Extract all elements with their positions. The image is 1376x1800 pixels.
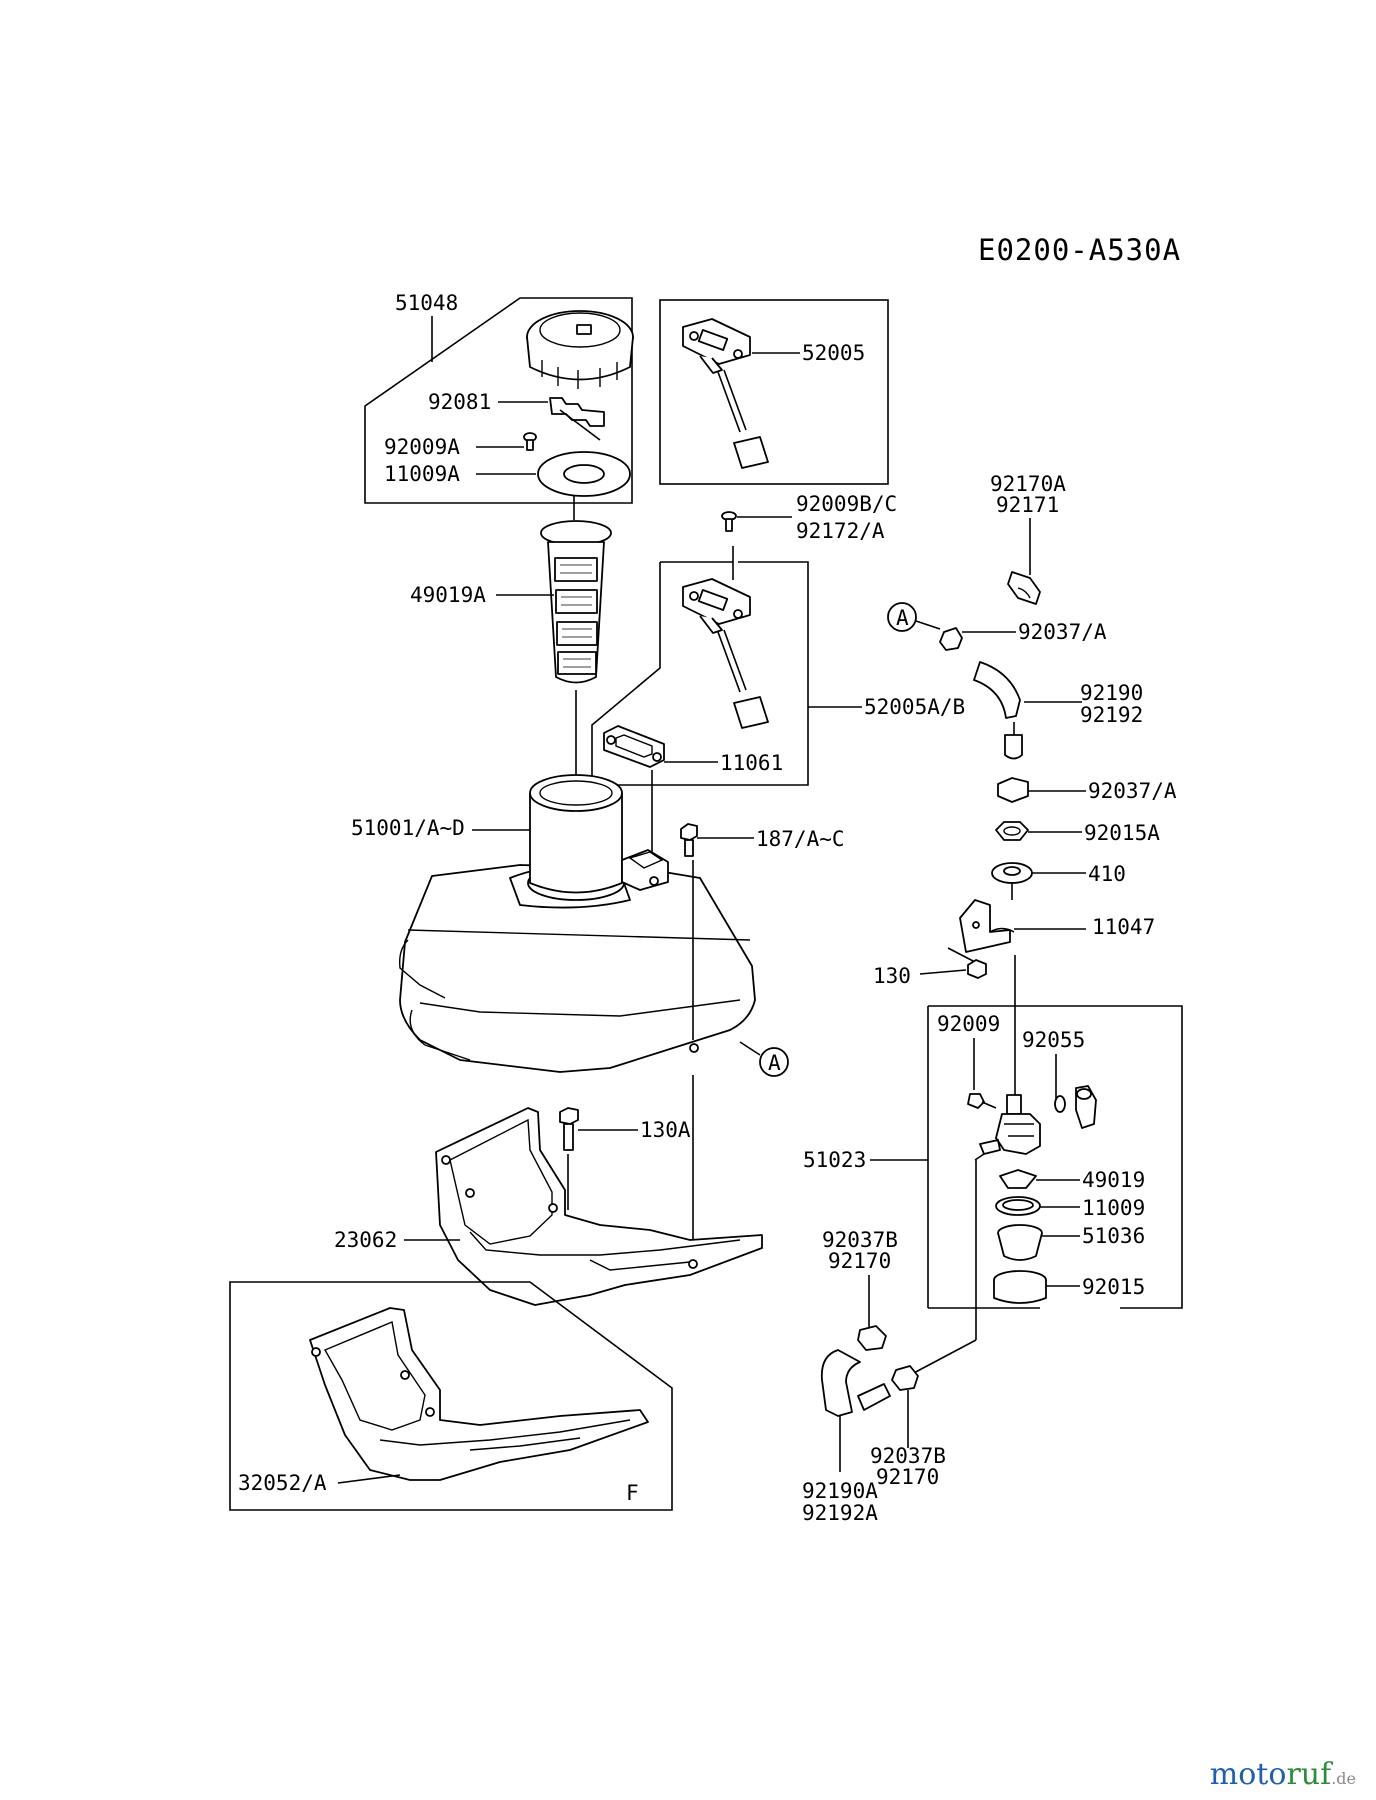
box-F: F (229, 1281, 673, 1511)
bolt-130A: 130A (559, 1107, 691, 1151)
label-11009: 11009 (1082, 1196, 1145, 1220)
label-11061: 11061 (720, 751, 783, 775)
label-92190: 92190 (1080, 681, 1143, 705)
label-92192A: 92192A (802, 1501, 878, 1525)
screw-92009BC: 92009B/C 92172/A (721, 492, 897, 543)
label-49019: 49019 (1082, 1168, 1145, 1192)
label-11047: 11047 (1092, 915, 1155, 939)
label-92055: 92055 (1022, 1028, 1085, 1052)
oring-11009: 11009 (995, 1196, 1145, 1220)
diagram-id: E0200-A530A (978, 233, 1181, 267)
label-32052A: 32052/A (238, 1471, 327, 1495)
hose-92190A: 92190A 92192A (802, 1349, 891, 1525)
nut-92015: 92015 (993, 1270, 1145, 1304)
label-51023: 51023 (803, 1148, 866, 1172)
label-92009: 92009 (937, 1012, 1000, 1036)
clamp-92037A-mid: 92037/A (997, 777, 1177, 803)
cap-seal-11009A: 11009A (384, 451, 631, 497)
label-92037A-2: 92037/A (1088, 779, 1177, 803)
label-49019A: 49019A (410, 583, 486, 607)
clamp-92037A-top: 92037/A (939, 620, 1107, 651)
ref-circle-A-line: A (887, 602, 941, 632)
screw-92009: 92009 (937, 1012, 1000, 1109)
label-51048: 51048 (395, 291, 458, 315)
label-92037B-1: 92037B (822, 1228, 898, 1252)
screw-92009A: 92009A (384, 432, 537, 459)
gasket-11061: 11061 (603, 725, 783, 775)
cap-kit-box: 51048 (364, 291, 633, 504)
ref-A-tank: A (768, 1051, 781, 1075)
label-92009A: 92009A (384, 435, 460, 459)
hose-92190: 92190 92192 (973, 661, 1143, 760)
label-F: F (626, 1481, 639, 1505)
label-11009A: 11009A (384, 462, 460, 486)
ref-circle-A-tank: A (739, 1041, 789, 1077)
label-92009BC: 92009B/C (796, 492, 897, 516)
cap-gasket-92081: 92081 (428, 390, 605, 441)
fuel-cock-51023 (974, 1094, 1041, 1161)
label-52005AB: 52005A/B (864, 695, 965, 719)
fuel-filter-49019A: 49019A (410, 520, 612, 684)
ref-A-line: A (896, 606, 909, 630)
label-92015: 92015 (1082, 1275, 1145, 1299)
label-51001: 51001/A~D (351, 816, 465, 840)
label-130: 130 (873, 964, 911, 988)
nut-92015A: 92015A (995, 821, 1160, 845)
clamp-92037B-lower: 92037B 92170 (870, 1365, 946, 1489)
bolt-130: 130 (873, 959, 987, 988)
label-92170-2: 92170 (876, 1465, 939, 1489)
label-92081: 92081 (428, 390, 491, 414)
fuel-cock-box: 51023 (803, 1005, 1183, 1309)
gauge-box (659, 299, 889, 485)
fuel-tank-51001: 51001/A~D (351, 774, 756, 1073)
lever-92055: 92055 (1022, 1028, 1097, 1129)
label-410: 410 (1088, 862, 1126, 886)
label-92171: 92171 (996, 493, 1059, 517)
label-92170-1: 92170 (828, 1249, 891, 1273)
label-92172A: 92172/A (796, 519, 885, 543)
watermark-logo: motoruf.de (1209, 1757, 1356, 1792)
label-187: 187/A~C (756, 827, 845, 851)
label-92190A: 92190A (802, 1479, 878, 1503)
label-92015A: 92015A (1084, 821, 1160, 845)
label-130A: 130A (640, 1118, 691, 1142)
fuel-gauge-52005: 52005 (682, 318, 865, 469)
label-92037A-1: 92037/A (1018, 620, 1107, 644)
bolt-187: 187/A~C (680, 823, 845, 857)
label-92037B-2: 92037B (870, 1444, 946, 1468)
bracket-32052A: 32052/A (238, 1307, 649, 1495)
fuel-gauge-52005A (682, 578, 769, 729)
label-92192: 92192 (1080, 703, 1143, 727)
cup-51036: 51036 (997, 1224, 1145, 1261)
label-23062: 23062 (334, 1228, 397, 1252)
label-92170A: 92170A (990, 472, 1066, 496)
strainer-49019: 49019 (999, 1168, 1145, 1192)
label-52005: 52005 (802, 341, 865, 365)
label-51036: 51036 (1082, 1224, 1145, 1248)
clamp-92170A: 92170A 92171 (990, 472, 1066, 605)
clamp-92037B-upper: 92037B 92170 (822, 1228, 898, 1351)
fuel-cap (526, 310, 634, 389)
bracket-11047: 11047 (947, 899, 1155, 963)
tank-bracket-23062: 23062 (334, 1107, 763, 1306)
